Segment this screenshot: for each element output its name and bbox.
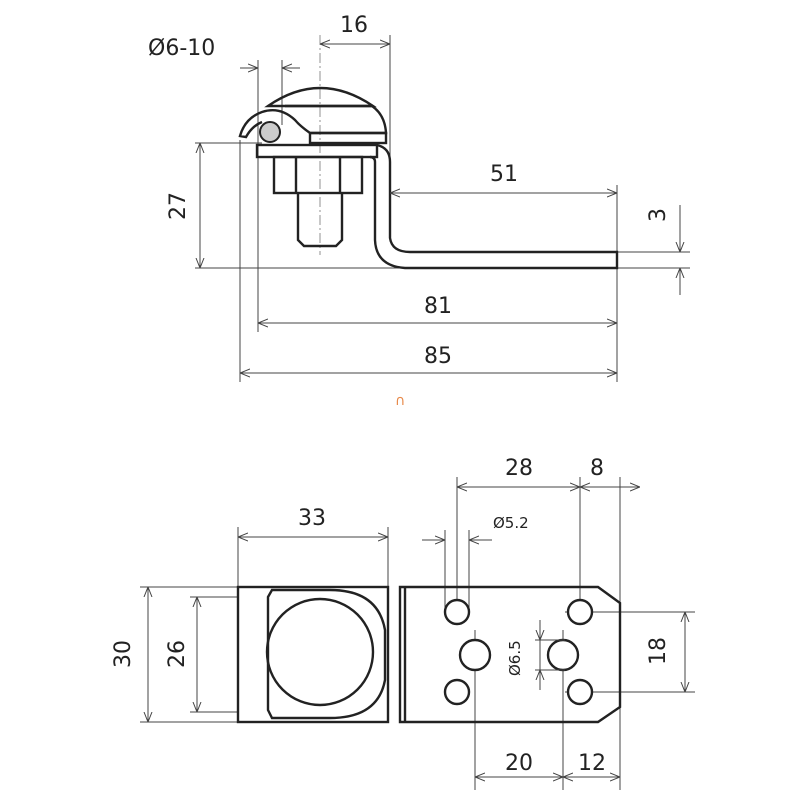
dim-thickness: 3 bbox=[646, 208, 671, 222]
bolt bbox=[296, 193, 344, 248]
center-mark: ∩ bbox=[395, 393, 405, 409]
dim-end-offset: 12 bbox=[578, 751, 606, 776]
screw-head bbox=[264, 86, 377, 108]
clamp-plate bbox=[308, 131, 388, 145]
dim-large-hole: Ø6.5 bbox=[506, 640, 524, 676]
dim-clamp-height: 26 bbox=[165, 640, 190, 668]
hole bbox=[443, 678, 471, 706]
dim-edge-offset: 8 bbox=[590, 456, 604, 481]
side-view: Ø6-10 16 27 51 3 81 85 ∩ bbox=[148, 13, 690, 409]
dim-overall-width: 30 bbox=[111, 640, 136, 668]
dim-height: 27 bbox=[166, 192, 191, 220]
hole bbox=[443, 598, 471, 626]
dim-inner-length: 81 bbox=[424, 294, 452, 319]
dim-large-hole-spacing: 20 bbox=[505, 751, 533, 776]
screw-head-top bbox=[265, 597, 375, 707]
bracket-side bbox=[238, 86, 619, 270]
dim-overall-length: 85 bbox=[424, 344, 452, 369]
dim-arm-length: 51 bbox=[490, 162, 518, 187]
dim-clamp-width: 33 bbox=[298, 506, 326, 531]
hole bbox=[458, 638, 492, 672]
hole bbox=[566, 678, 594, 706]
top-view: 33 28 8 Ø5.2 30 26 Ø6.5 18 20 12 bbox=[111, 456, 695, 790]
hole bbox=[546, 638, 580, 672]
base-plate bbox=[255, 143, 379, 159]
clamp-top bbox=[236, 585, 390, 724]
hole bbox=[566, 598, 594, 626]
dim-hole-spacing: 28 bbox=[505, 456, 533, 481]
dim-cable-diameter: Ø6-10 bbox=[148, 36, 215, 61]
dim-hole-vertical-spacing: 18 bbox=[646, 637, 671, 665]
plate-top bbox=[398, 585, 622, 724]
dim-small-hole: Ø5.2 bbox=[493, 514, 529, 532]
hex-nut bbox=[272, 155, 364, 195]
cable-section bbox=[259, 121, 281, 143]
dim-bolt-offset: 16 bbox=[340, 13, 368, 38]
